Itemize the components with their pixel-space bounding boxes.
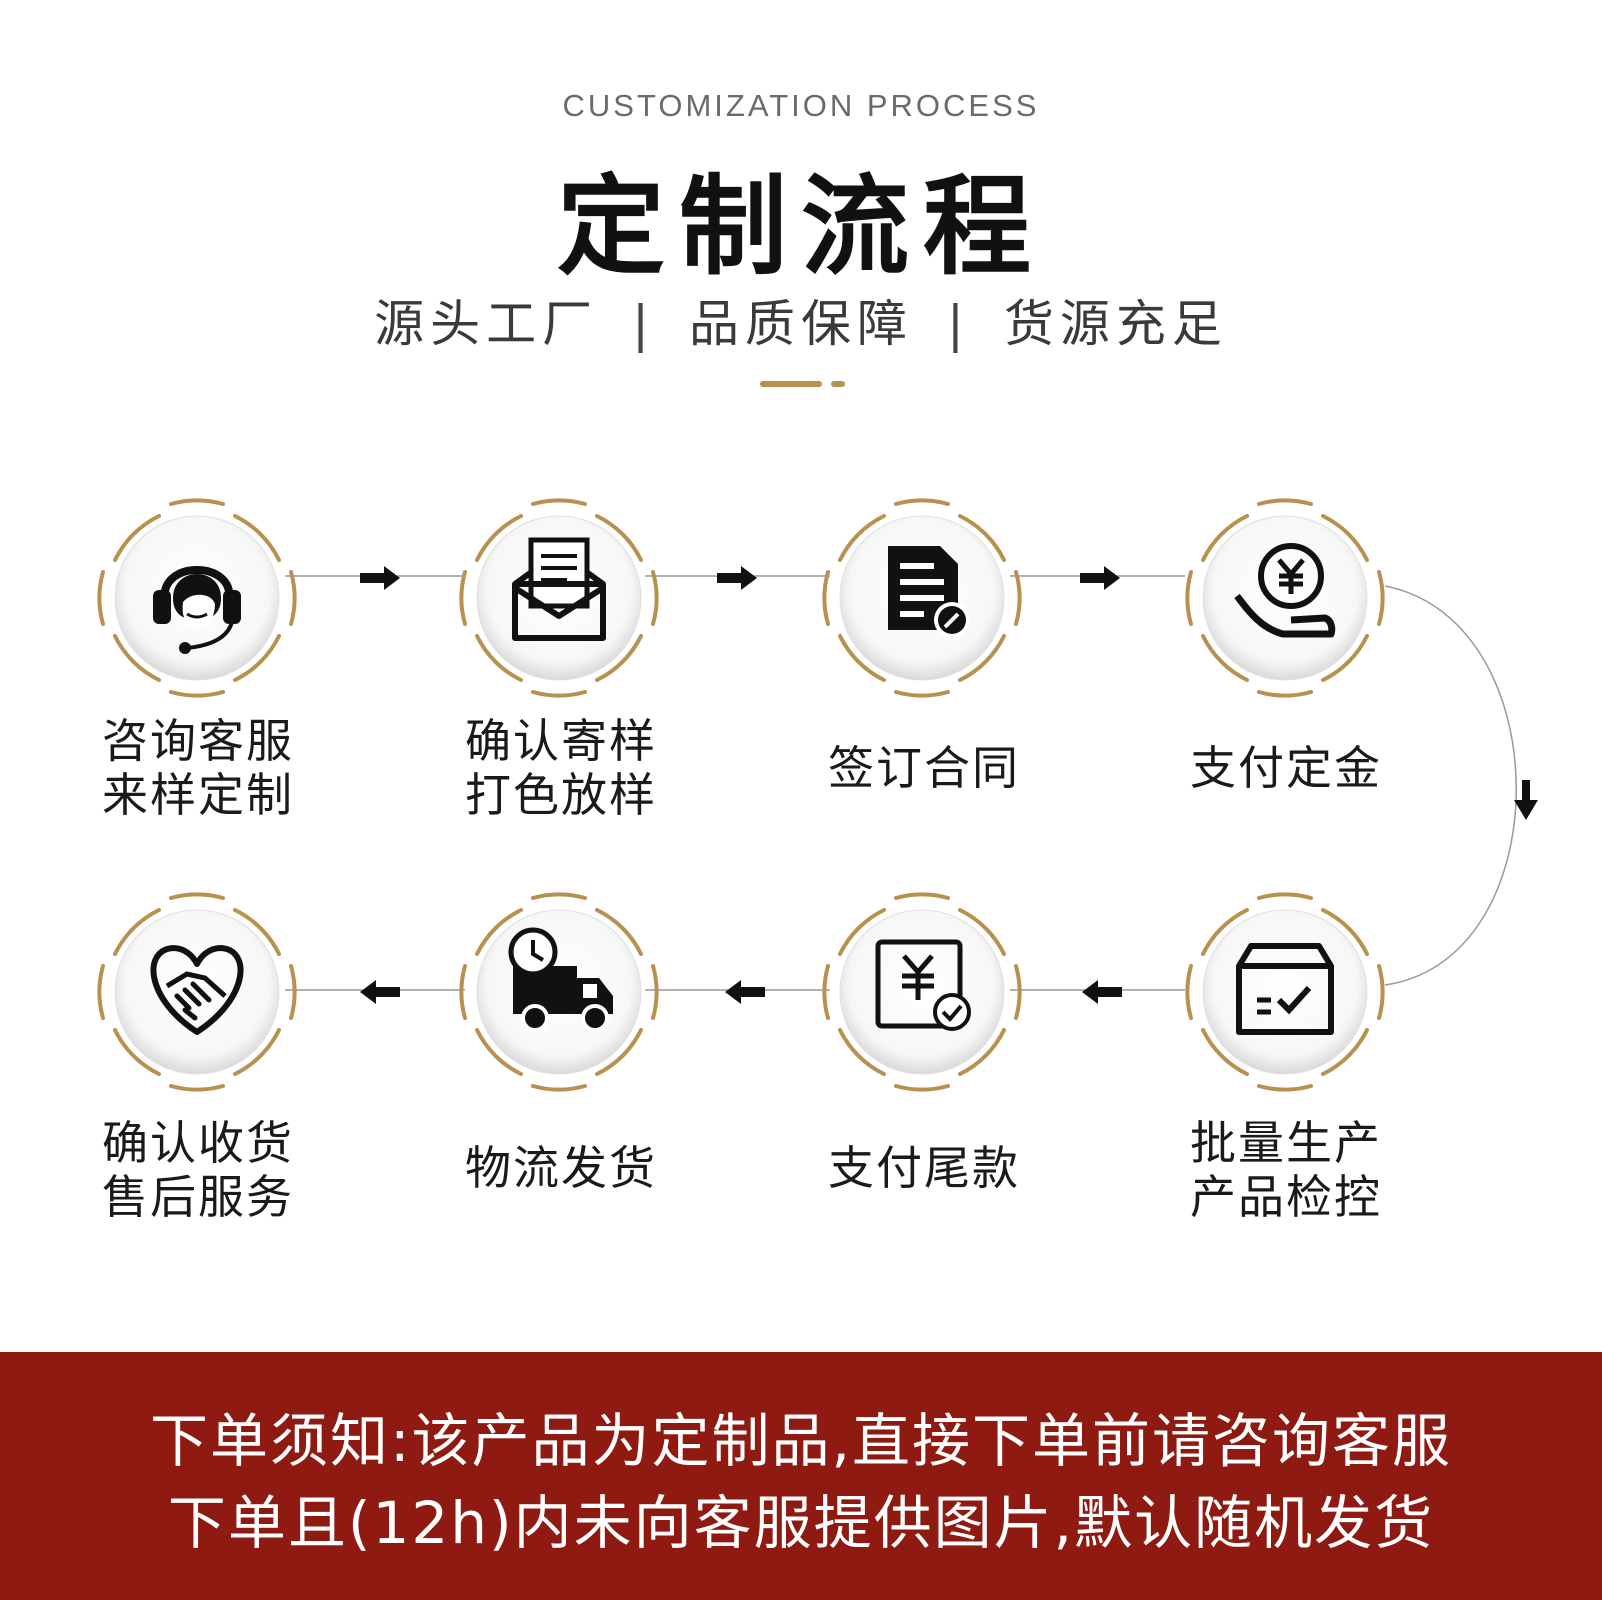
decorative-dash (760, 381, 822, 387)
arrow-right-icon (1080, 566, 1120, 590)
order-notice-banner: 下单须知:该产品为定制品,直接下单前请咨询客服 下单且(12h)内未向客服提供图… (0, 1352, 1602, 1600)
step-final-payment (812, 882, 1032, 1102)
step-label-line: 物流发货 (465, 1141, 657, 1195)
arrow-left-icon (360, 980, 400, 1004)
step-label-production: 批量生产 产品检控 (1190, 1116, 1430, 1224)
step-shipping (449, 882, 669, 1102)
step-icon-frame (97, 498, 297, 698)
arrow-down-icon (1514, 780, 1538, 820)
heart-handshake-icon (150, 945, 244, 1035)
delivery-truck-clock-icon (508, 927, 613, 1032)
step-label-shipping: 物流发货 (465, 1141, 705, 1195)
step-icon-frame (822, 892, 1022, 1092)
tagline-item-supply: 货源充足 (1003, 295, 1228, 353)
step-icon-frame (459, 892, 659, 1092)
arrow-right-icon (717, 566, 757, 590)
tagline-item-factory: 源头工厂 (374, 295, 599, 353)
arrow-right-icon (360, 566, 400, 590)
step-label-line: 产品检控 (1190, 1170, 1382, 1224)
step-label-line: 支付定金 (1190, 741, 1382, 795)
customer-service-headset-icon (153, 566, 241, 654)
tagline-item-quality: 品质保障 (689, 295, 913, 353)
contract-document-icon (888, 546, 970, 638)
arrow-left-icon (1082, 980, 1122, 1004)
tagline-separator: | (632, 295, 655, 353)
envelope-letter-icon (512, 537, 606, 641)
step-icon-frame (97, 892, 297, 1092)
step-consult (87, 488, 307, 708)
step-label-line: 批量生产 (1190, 1116, 1382, 1170)
order-notice-line-2: 下单且(12h)内未向客服提供图片,默认随机发货 (167, 1489, 1435, 1557)
step-label-line: 确认寄样 (465, 714, 657, 768)
step-contract (812, 488, 1032, 708)
step-label-line: 签订合同 (828, 741, 1020, 795)
connector-curve (1384, 585, 1517, 986)
step-icon-frame (822, 498, 1022, 698)
step-label-consult: 咨询客服 来样定制 (102, 714, 342, 822)
step-icon-frame (1185, 498, 1385, 698)
step-label-line: 来样定制 (102, 768, 294, 822)
step-production (1175, 882, 1395, 1102)
step-label-line: 售后服务 (102, 1170, 294, 1224)
subtitle-english: CUSTOMIZATION PROCESS (562, 88, 1040, 123)
arrow-left-icon (725, 980, 765, 1004)
step-label-line: 支付尾款 (828, 1141, 1020, 1195)
tagline-separator: | (947, 295, 970, 353)
tagline: 源头工厂 | 品质保障 | 货源充足 (0, 284, 1602, 356)
step-label-deposit: 支付定金 (1190, 741, 1430, 795)
yen-bill-check-icon (875, 939, 971, 1031)
yen-coin-hand-icon (1234, 543, 1336, 638)
order-notice-line-1: 下单须知:该产品为定制品,直接下单前请咨询客服 (150, 1407, 1452, 1475)
step-icon-frame (1185, 892, 1385, 1092)
step-label-receipt: 确认收货 售后服务 (102, 1116, 342, 1224)
step-label-line: 打色放样 (465, 768, 657, 822)
step-label-line: 咨询客服 (102, 714, 294, 768)
step-receipt (87, 882, 307, 1102)
step-deposit (1175, 488, 1395, 708)
step-sample (449, 488, 669, 708)
step-label-line: 确认收货 (102, 1116, 294, 1170)
decorative-dot (831, 381, 845, 387)
box-checked-icon (1236, 943, 1334, 1035)
page-title: 定制流程 (556, 165, 1045, 290)
flow-connectors (285, 566, 1538, 1004)
step-icon-frame (459, 498, 659, 698)
step-label-contract: 签订合同 (828, 741, 1068, 795)
step-label-sample: 确认寄样 打色放样 (465, 714, 705, 822)
step-label-final-payment: 支付尾款 (828, 1141, 1068, 1195)
